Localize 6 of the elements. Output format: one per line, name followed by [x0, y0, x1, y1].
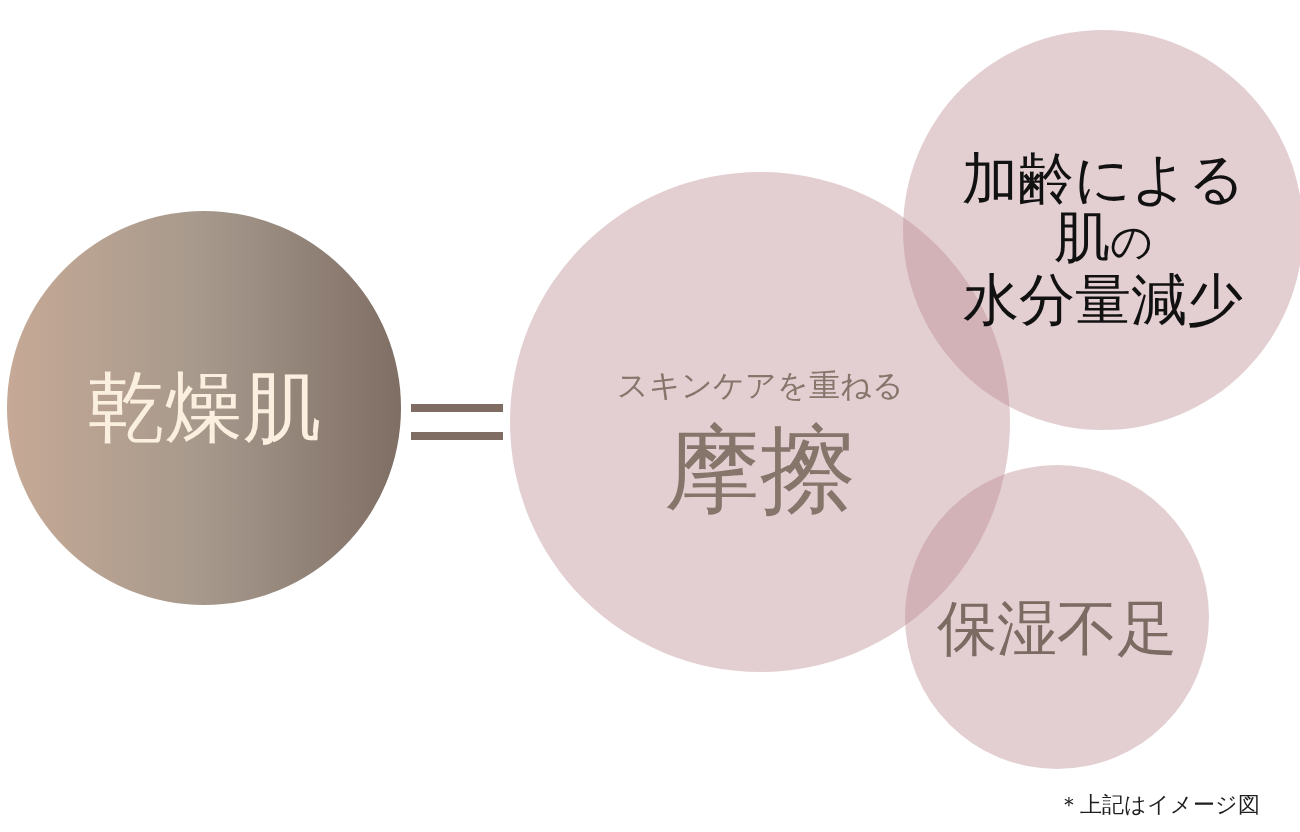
node-subtitle: スキンケアを重ねる: [616, 368, 904, 402]
footnote: ＊上記はイメージ図: [1058, 791, 1260, 819]
node-label: 摩擦: [664, 419, 856, 521]
node-label: 加齢による肌の水分量減少: [961, 149, 1245, 329]
node-label: 保湿不足: [937, 596, 1177, 660]
node-label: 乾燥肌: [87, 367, 321, 449]
